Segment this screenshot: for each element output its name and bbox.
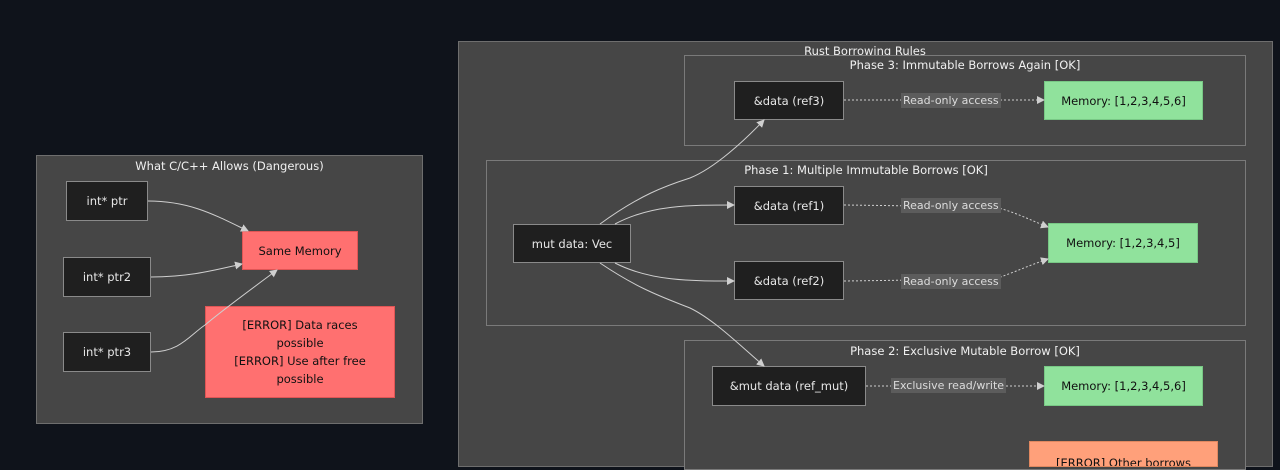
error-other-borrows-text: [ERROR] Other borrows (1056, 456, 1191, 467)
edge-label-ref2: Read-only access (901, 274, 1001, 289)
node-memory-phase1: Memory: [1,2,3,4,5] (1048, 223, 1198, 263)
node-error-other-borrows: [ERROR] Other borrows (1029, 441, 1218, 467)
phase1-title: Phase 1: Multiple Immutable Borrows [OK] (744, 163, 988, 177)
node-memory-phase2: Memory: [1,2,3,4,5,6] (1044, 366, 1203, 406)
edge-label-phase3: Read-only access (901, 93, 1001, 108)
node-same-memory: Same Memory (242, 231, 358, 270)
cpp-error-line-1: [ERROR] Data races (242, 318, 358, 332)
cpp-error-line-2: possible (276, 336, 324, 350)
rust-cluster-title: Rust Borrowing Rules (804, 44, 926, 58)
node-ref1: &data (ref1) (734, 186, 844, 225)
node-mut-data-vec: mut data: Vec (513, 224, 631, 263)
node-int-ptr: int* ptr (66, 181, 148, 221)
node-cpp-errors: [ERROR] Data races possible [ERROR] Use … (205, 306, 395, 398)
node-ref-mut: &mut data (ref_mut) (712, 366, 866, 406)
cpp-error-line-4: possible (276, 372, 324, 386)
node-ref3: &data (ref3) (734, 81, 844, 120)
node-int-ptr3: int* ptr3 (63, 332, 151, 372)
node-int-ptr2: int* ptr2 (63, 257, 151, 297)
edge-label-ref1: Read-only access (901, 198, 1001, 213)
cpp-error-line-3: [ERROR] Use after free (234, 354, 366, 368)
phase2-title: Phase 2: Exclusive Mutable Borrow [OK] (850, 344, 1080, 358)
node-ref2: &data (ref2) (734, 261, 844, 300)
cpp-cluster-title: What C/C++ Allows (Dangerous) (135, 159, 324, 173)
phase3-title: Phase 3: Immutable Borrows Again [OK] (849, 58, 1081, 72)
node-memory-phase3: Memory: [1,2,3,4,5,6] (1044, 81, 1203, 120)
edge-label-ref-mut: Exclusive read/write (891, 378, 1007, 393)
